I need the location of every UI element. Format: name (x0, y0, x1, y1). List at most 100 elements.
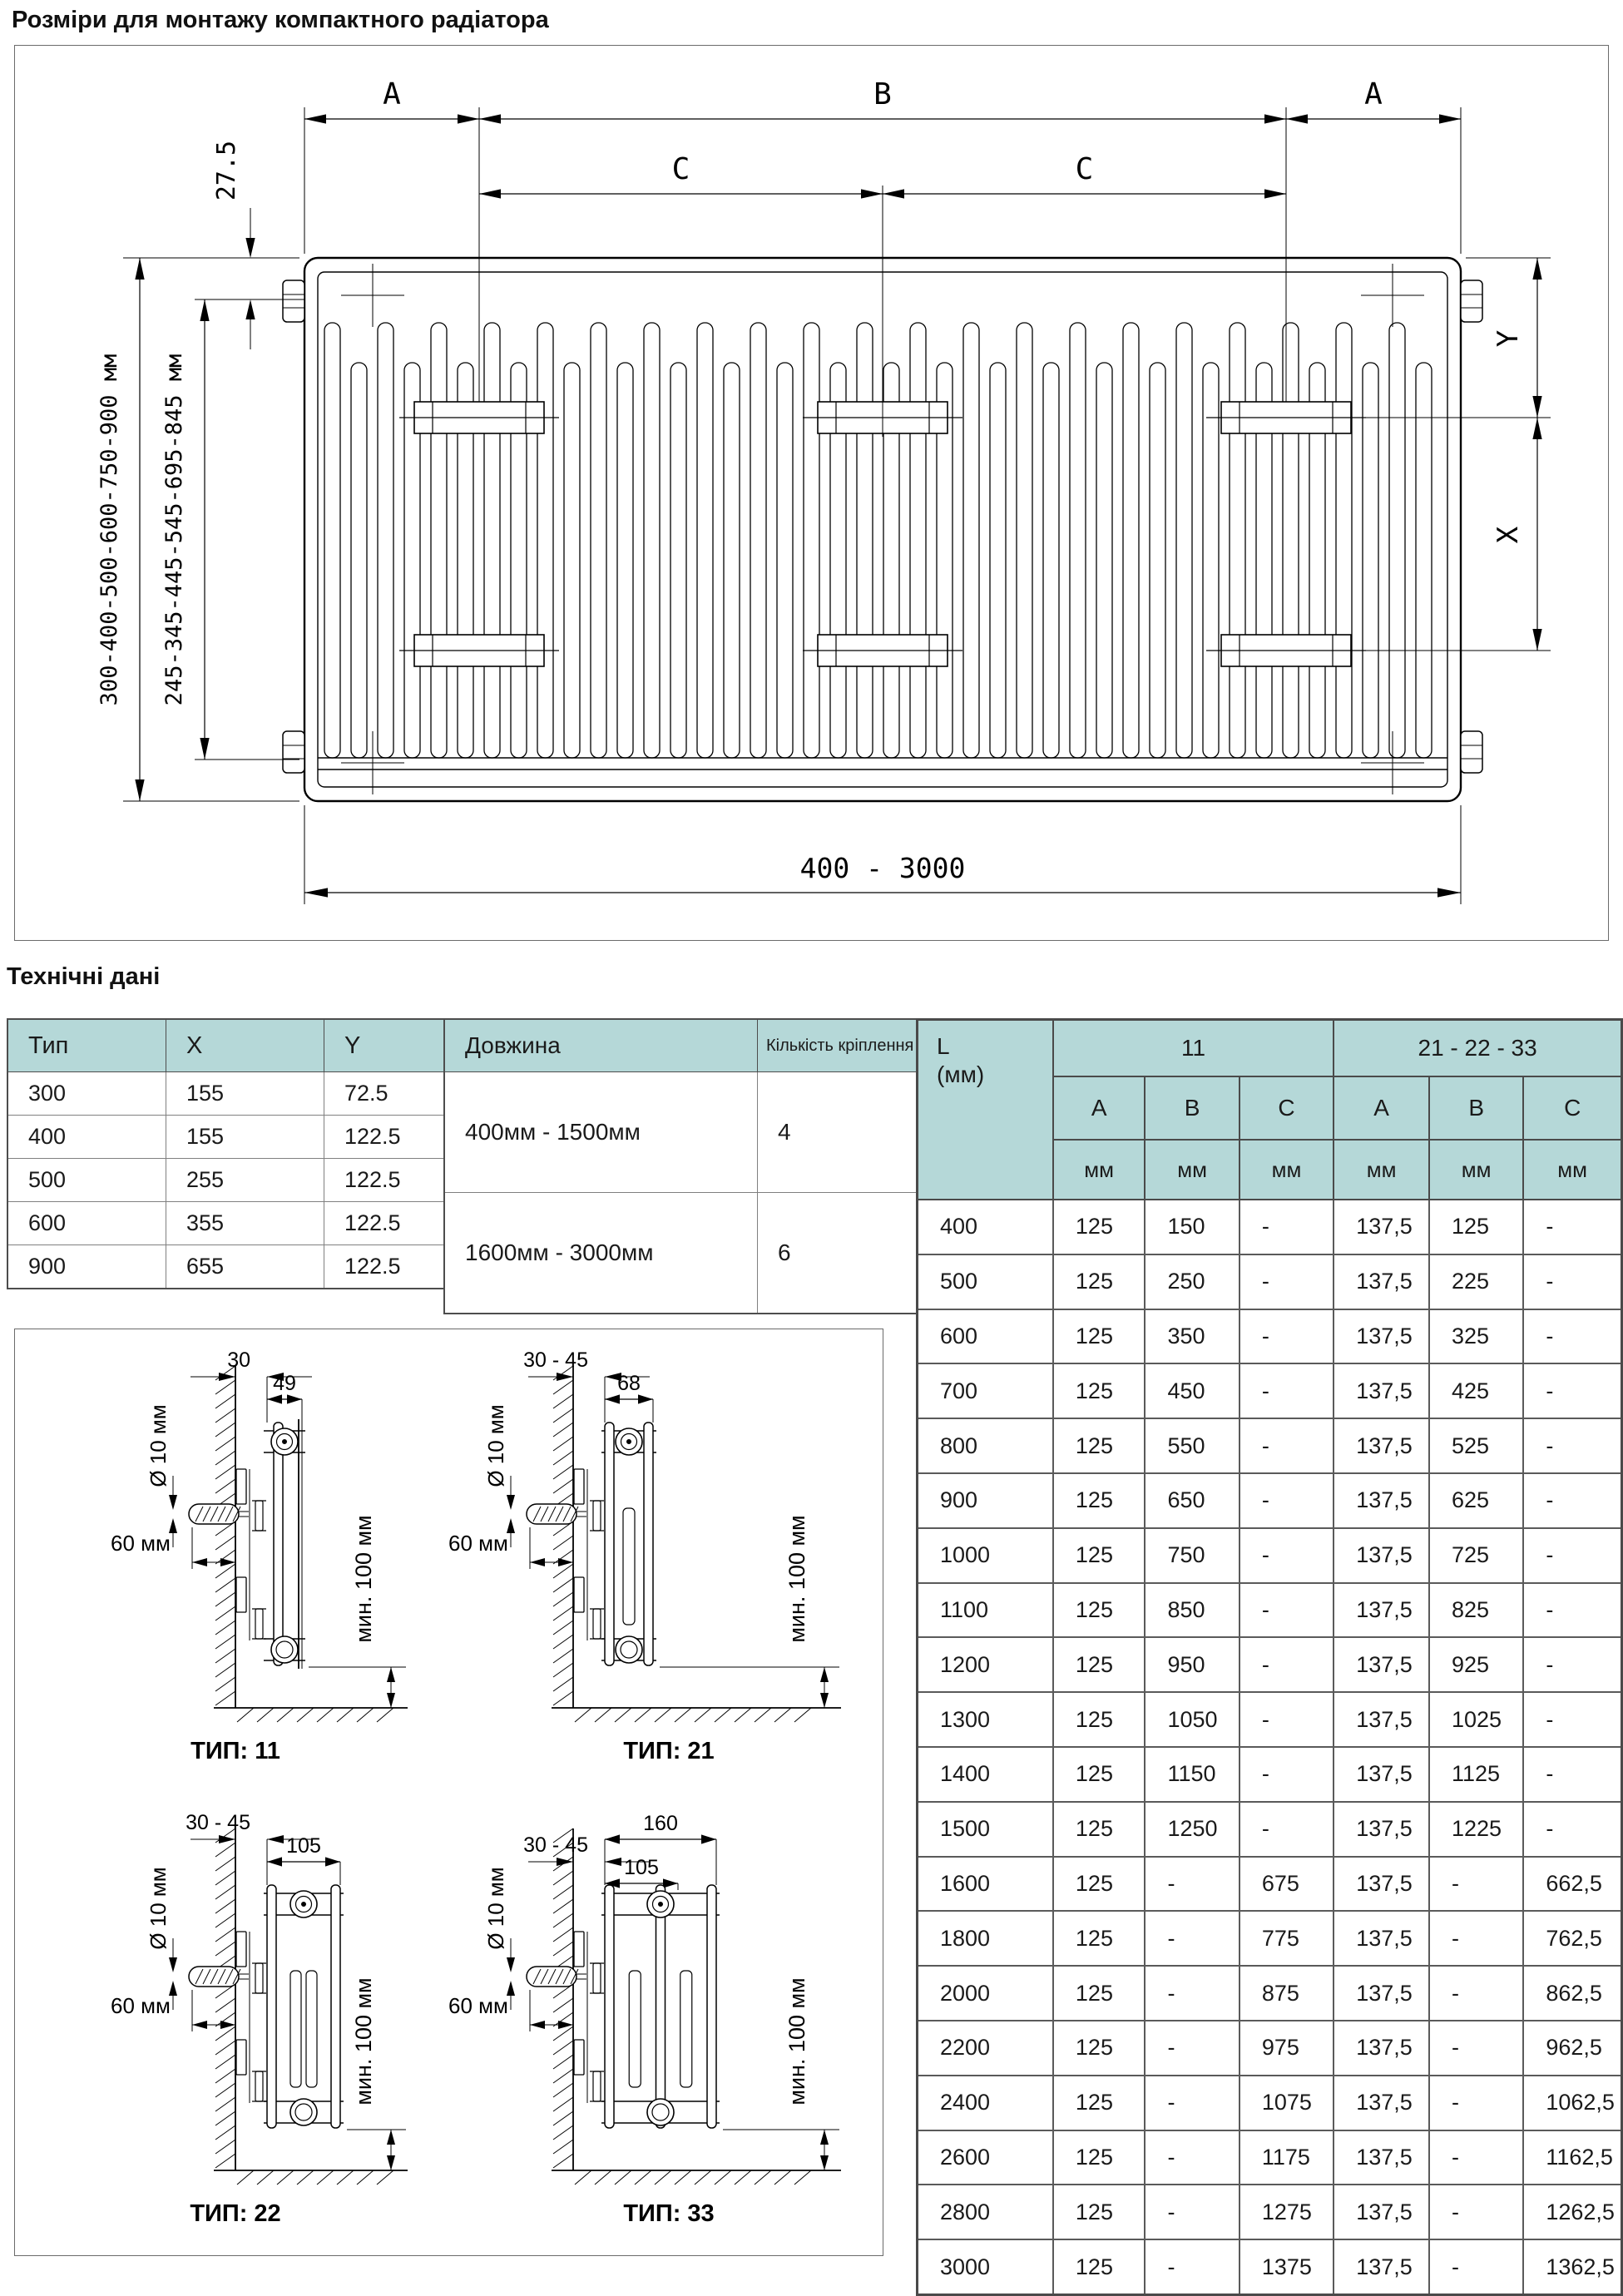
table-cell: 1150 (1144, 1745, 1240, 1803)
arrowhead (605, 1394, 620, 1404)
arrowhead (557, 1373, 573, 1381)
arrowhead (135, 258, 145, 280)
table-cell: 125 (1051, 1199, 1146, 1255)
wall-hatch (552, 2054, 574, 2070)
convector (680, 1970, 693, 2088)
wall-hatch (552, 1408, 574, 1423)
table-cell: - (1428, 2239, 1525, 2296)
dim-label: 160 (643, 1812, 678, 1835)
table-cell: 137,5 (1333, 2239, 1430, 2296)
arrowhead (304, 888, 328, 898)
table-cell: 875 (1238, 1965, 1335, 2021)
arrowhead (387, 1667, 395, 1682)
wall-hatch (215, 1620, 236, 1635)
table-cell: 137,5 (1333, 1800, 1430, 1858)
wall-hatch (215, 1563, 236, 1579)
l-value-cell: 1600 (916, 1855, 1054, 1913)
wall-hatch (215, 1577, 236, 1593)
table-cell: 1025 (1428, 1691, 1525, 1748)
wall-hatch (552, 2096, 574, 2112)
circle (294, 2103, 313, 2121)
table-cell: 655 (166, 1244, 324, 1289)
floor-hatch (774, 1707, 792, 1723)
group-header-21-22-33: 21 - 22 - 33 (1333, 1018, 1623, 1077)
group-header-11: 11 (1051, 1018, 1335, 1077)
circle (620, 1433, 638, 1451)
wall-hatch (215, 1690, 236, 1706)
wall-hatch (552, 2125, 574, 2140)
l-header-line: L (937, 1033, 950, 1059)
table-cell: 625 (1428, 1472, 1525, 1529)
arrowhead (267, 1394, 282, 1404)
dim-label: 60 мм (448, 1993, 508, 2018)
bolt (592, 1500, 601, 1531)
dim-label: Ø 10 мм (483, 1404, 508, 1487)
wall-hatch (215, 1436, 236, 1452)
dim-label: C (672, 152, 690, 186)
unit-header: мм (1144, 1139, 1240, 1200)
dim-label: 30 - 45 (186, 1811, 250, 1834)
panel (655, 1884, 666, 2129)
arrowhead (1264, 189, 1286, 199)
wall-hatch (552, 1662, 574, 1678)
arrowhead (558, 1558, 573, 1566)
l-value-cell: 2200 (916, 2019, 1054, 2076)
arrowhead (287, 1394, 302, 1404)
dim-label: Ø 10 мм (146, 1867, 171, 1949)
dim-label: 60 мм (111, 1531, 171, 1556)
arrowhead (558, 2021, 573, 2029)
floor-hatch (734, 2170, 752, 2185)
type-caption: ТИП: 22 (190, 2200, 280, 2227)
table-cell: 862,5 (1522, 1965, 1623, 2021)
arrowhead (387, 2130, 395, 2145)
wall-hatch (552, 2082, 574, 2098)
wall-hatch (215, 1408, 236, 1423)
wall-hatch (215, 1842, 236, 1858)
wall-hatch (552, 1577, 574, 1593)
table-cell: 725 (1428, 1527, 1525, 1584)
panel (330, 1884, 341, 2129)
table-cell: 550 (1144, 1418, 1240, 1474)
table-cell: 137,5 (1333, 1691, 1430, 1748)
floor-hatch (654, 2170, 672, 2185)
table-cell: 137,5 (1333, 1965, 1430, 2021)
panel (643, 1422, 654, 1666)
wall-hatch (215, 1549, 236, 1565)
table-cell: 1600мм - 3000мм (443, 1192, 758, 1314)
table-cell: - (1428, 2074, 1525, 2131)
anchor-hatch (532, 1968, 542, 1985)
arrowhead (557, 1858, 573, 1866)
arrowhead (169, 1495, 177, 1510)
convector (622, 1507, 636, 1626)
table-cell: - (1522, 1199, 1623, 1255)
arrowhead (701, 1834, 716, 1844)
wall-hatch (215, 2040, 236, 2056)
floor-hatch (376, 2170, 394, 2185)
floor-hatch (634, 1707, 652, 1723)
circle (275, 1640, 294, 1659)
anchor-hatch (555, 1506, 564, 1522)
table-cell: - (1238, 1636, 1335, 1694)
dim-label: мин. 100 мм (351, 1515, 376, 1642)
l-value-cell: 400 (916, 1199, 1054, 1255)
wall-hatch (215, 1898, 236, 1914)
anchor-hatch (232, 1506, 241, 1522)
anchor-screw (526, 1966, 586, 1987)
arrowhead (820, 2155, 829, 2170)
arrowhead (530, 2021, 545, 2029)
dim-label: 30 (227, 1348, 250, 1372)
wall-hatch (215, 1997, 236, 2013)
arrowhead (245, 299, 255, 319)
table-cell: - (1144, 2019, 1240, 2076)
floor-hatch (316, 1707, 334, 1723)
floor-hatch (674, 2170, 692, 2185)
wall-hatch (552, 1478, 574, 1494)
